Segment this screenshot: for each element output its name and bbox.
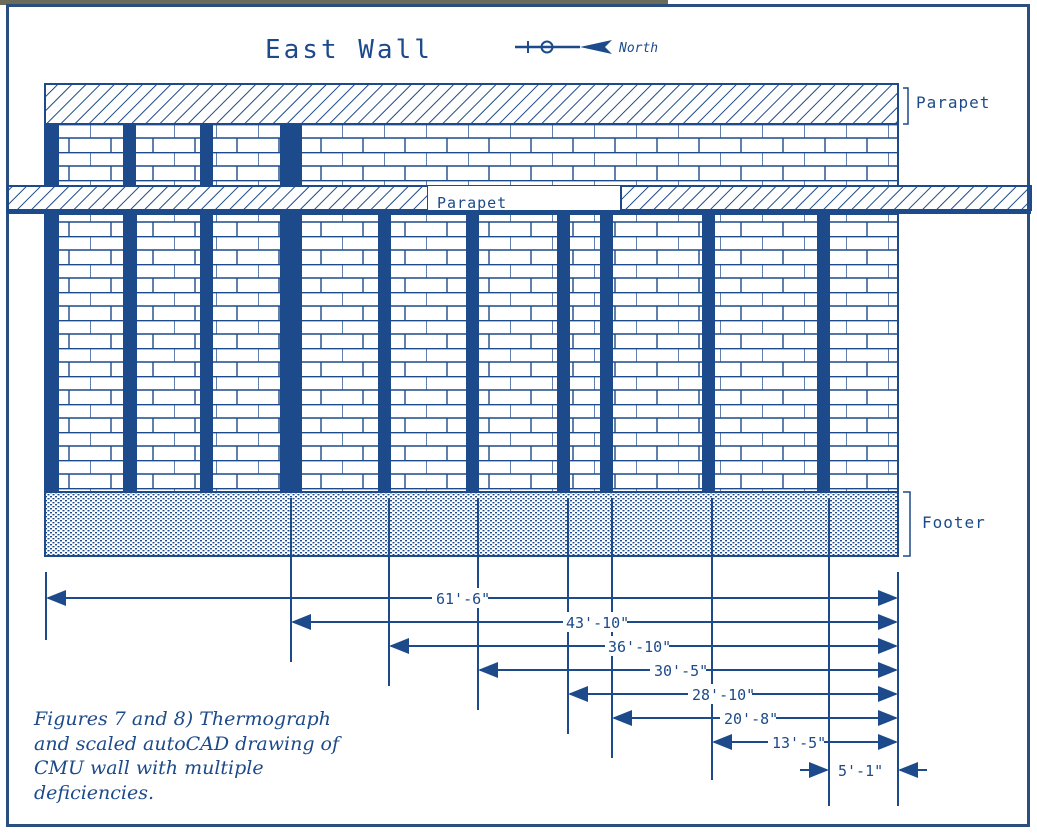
deficiency-bar: [378, 214, 391, 494]
dim-label: 36'-10": [608, 638, 671, 656]
deficiency-bar: [702, 214, 715, 494]
parapet-top-label: Parapet: [916, 93, 990, 112]
dim-label: 43'-10": [566, 614, 629, 632]
dim-label: 30'-5": [654, 662, 708, 680]
north-label: North: [618, 41, 658, 56]
dim-label: 61'-6": [436, 590, 490, 608]
dim-label: 13'-5": [772, 734, 826, 752]
thermograph-photo-strip: [0, 0, 668, 5]
footer-band: [44, 491, 899, 557]
deficiency-bar: [280, 124, 302, 186]
parapet-mid-left: [7, 185, 429, 211]
dimension-labels: 61'-6" 43'-10" 36'-10" 30'-5" 28'-10" 20…: [432, 588, 883, 780]
parapet-top: [44, 83, 899, 125]
parapet-mid-right: [620, 185, 1032, 211]
deficiency-bar: [200, 214, 213, 494]
dim-label: 20'-8": [724, 710, 778, 728]
deficiency-bar: [557, 214, 570, 494]
footer-label: Footer: [922, 513, 986, 532]
deficiency-bar: [600, 214, 613, 494]
drawing-title: East Wall: [265, 35, 433, 65]
dim-label: 5'-1": [838, 762, 883, 780]
parapet-mid-label: Parapet: [437, 194, 507, 212]
deficiency-bar: [200, 124, 213, 186]
deficiency-bar: [280, 214, 302, 494]
dim-label: 28'-10": [692, 686, 755, 704]
deficiency-bar: [46, 214, 59, 494]
footer-bracket: [903, 491, 911, 557]
figure-caption: Figures 7 and 8) Thermograph and scaled …: [34, 708, 340, 804]
deficiency-bar: [817, 214, 830, 494]
deficiency-bar: [123, 124, 136, 186]
parapet-bracket: [903, 87, 909, 125]
parapet-mid-gap: [428, 186, 621, 210]
deficiency-bar: [123, 214, 137, 494]
deficiency-bar: [46, 124, 59, 186]
north-arrow: North: [515, 40, 658, 56]
deficiency-bar: [466, 214, 479, 494]
upper-cmu-wall: [44, 123, 899, 187]
